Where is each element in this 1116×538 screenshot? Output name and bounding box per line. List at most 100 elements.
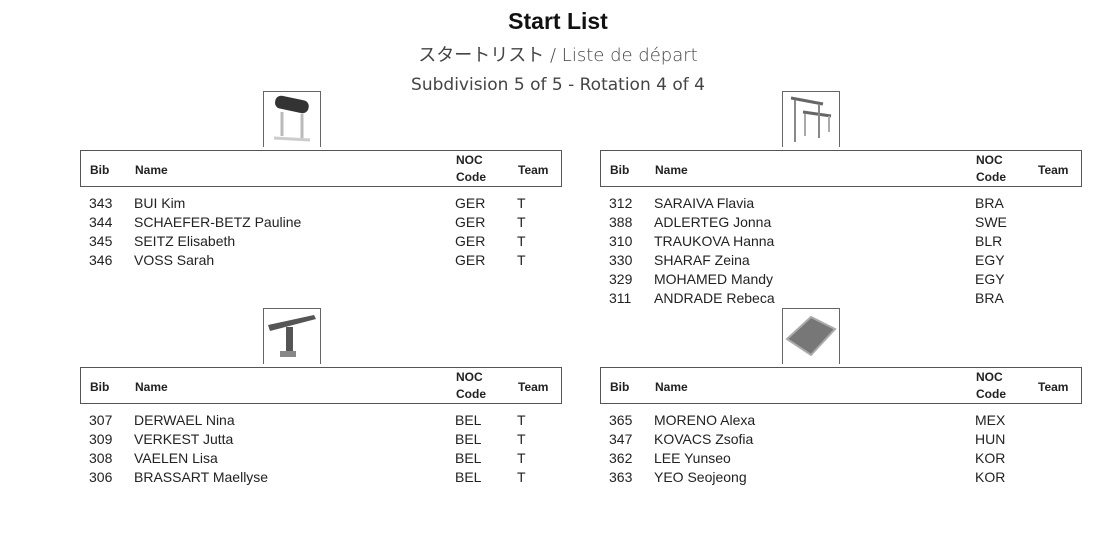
- cell-bib: 311: [609, 290, 632, 306]
- table-header: Bib Name NOC Code Team: [80, 150, 562, 187]
- header-noc: NOC: [976, 370, 1003, 384]
- cell-bib: 306: [89, 469, 113, 485]
- cell-name: ANDRADE Rebeca: [654, 290, 775, 306]
- cell-name: DERWAEL Nina: [134, 412, 235, 428]
- cell-noc: SWE: [975, 214, 1007, 230]
- table-row: 309 VERKEST Jutta BEL T: [80, 430, 562, 449]
- cell-team: T: [517, 469, 526, 485]
- cell-name: VERKEST Jutta: [134, 431, 234, 447]
- cell-bib: 330: [609, 252, 633, 268]
- table-row: 312 SARAIVA Flavia BRA: [600, 194, 1082, 213]
- cell-bib: 362: [609, 450, 633, 466]
- cell-bib: 365: [609, 412, 633, 428]
- header-bib: Bib: [610, 163, 630, 177]
- uneven-bars-icon: [782, 91, 840, 147]
- cell-bib: 307: [89, 412, 113, 428]
- cell-bib: 344: [89, 214, 113, 230]
- table-header: Bib Name NOC Code Team: [80, 367, 562, 404]
- header-name: Name: [135, 380, 168, 394]
- header-bib: Bib: [90, 380, 110, 394]
- table-row: 347 KOVACS Zsofia HUN: [600, 430, 1082, 449]
- header-bib: Bib: [90, 163, 110, 177]
- cell-name: SHARAF Zeina: [654, 252, 750, 268]
- table-row: 346 VOSS Sarah GER T: [80, 251, 562, 270]
- cell-noc: GER: [455, 214, 486, 230]
- pommel-horse-icon: [263, 91, 321, 147]
- cell-noc: HUN: [975, 431, 1006, 447]
- cell-noc: BRA: [975, 290, 1004, 306]
- header-team: Team: [1038, 380, 1069, 394]
- cell-name: SEITZ Elisabeth: [134, 233, 236, 249]
- cell-noc: BEL: [455, 469, 482, 485]
- cell-noc: KOR: [975, 469, 1006, 485]
- cell-bib: 363: [609, 469, 633, 485]
- cell-bib: 329: [609, 271, 633, 287]
- cell-bib: 309: [89, 431, 113, 447]
- header-code: Code: [976, 170, 1006, 184]
- cell-bib: 312: [609, 195, 633, 211]
- cell-bib: 345: [89, 233, 113, 249]
- cell-team: T: [517, 195, 526, 211]
- cell-noc: MEX: [975, 412, 1006, 428]
- cell-noc: BLR: [975, 233, 1003, 249]
- header-team: Team: [518, 380, 549, 394]
- subdivision-info: Subdivision 5 of 5 - Rotation 4 of 4: [411, 75, 705, 95]
- cell-name: VOSS Sarah: [134, 252, 215, 268]
- cell-name: TRAUKOVA Hanna: [654, 233, 775, 249]
- cell-noc: GER: [455, 233, 486, 249]
- table-header: Bib Name NOC Code Team: [600, 150, 1082, 187]
- table-row: 363 YEO Seojeong KOR: [600, 468, 1082, 487]
- cell-noc: BEL: [455, 450, 482, 466]
- cell-noc: BEL: [455, 412, 482, 428]
- cell-name: YEO Seojeong: [654, 469, 747, 485]
- table-row: 329 MOHAMED Mandy EGY: [600, 270, 1082, 289]
- balance-beam-icon: [263, 308, 321, 364]
- header-name: Name: [655, 163, 688, 177]
- cell-name: MOHAMED Mandy: [654, 271, 774, 287]
- cell-team: T: [517, 214, 526, 230]
- cell-bib: 388: [609, 214, 633, 230]
- cell-bib: 308: [89, 450, 113, 466]
- cell-name: VAELEN Lisa: [134, 450, 218, 466]
- cell-bib: 347: [609, 431, 633, 447]
- cell-team: T: [517, 431, 526, 447]
- cell-team: T: [517, 252, 526, 268]
- cell-bib: 346: [89, 252, 113, 268]
- cell-name: SCHAEFER-BETZ Pauline: [134, 214, 302, 230]
- table-row: 330 SHARAF Zeina EGY: [600, 251, 1082, 270]
- cell-name: SARAIVA Flavia: [654, 195, 755, 211]
- cell-noc: BRA: [975, 195, 1004, 211]
- start-list-table: Bib Name NOC Code Team 365 MORENO Alexa MEX…: [600, 367, 1082, 487]
- cell-noc: BEL: [455, 431, 482, 447]
- cell-name: MORENO Alexa: [654, 412, 756, 428]
- cell-noc: GER: [455, 252, 486, 268]
- table-header: Bib Name NOC Code Team: [600, 367, 1082, 404]
- cell-name: BUI Kim: [134, 195, 186, 211]
- header-noc: NOC: [976, 153, 1003, 167]
- cell-name: LEE Yunseo: [654, 450, 731, 466]
- cell-noc: EGY: [975, 271, 1005, 287]
- header-bib: Bib: [610, 380, 630, 394]
- header-noc: NOC: [456, 370, 483, 384]
- cell-noc: EGY: [975, 252, 1005, 268]
- cell-name: KOVACS Zsofia: [654, 431, 754, 447]
- page-title: Start List: [508, 8, 608, 34]
- table-row: 344 SCHAEFER-BETZ Pauline GER T: [80, 213, 562, 232]
- table-row: 365 MORENO Alexa MEX: [600, 411, 1082, 430]
- table-row: 311 ANDRADE Rebeca BRA: [600, 289, 1082, 308]
- page-subtitle: スタートリスト / Liste de départ: [418, 45, 698, 66]
- header-name: Name: [655, 380, 688, 394]
- header-code: Code: [456, 170, 486, 184]
- cell-bib: 343: [89, 195, 113, 211]
